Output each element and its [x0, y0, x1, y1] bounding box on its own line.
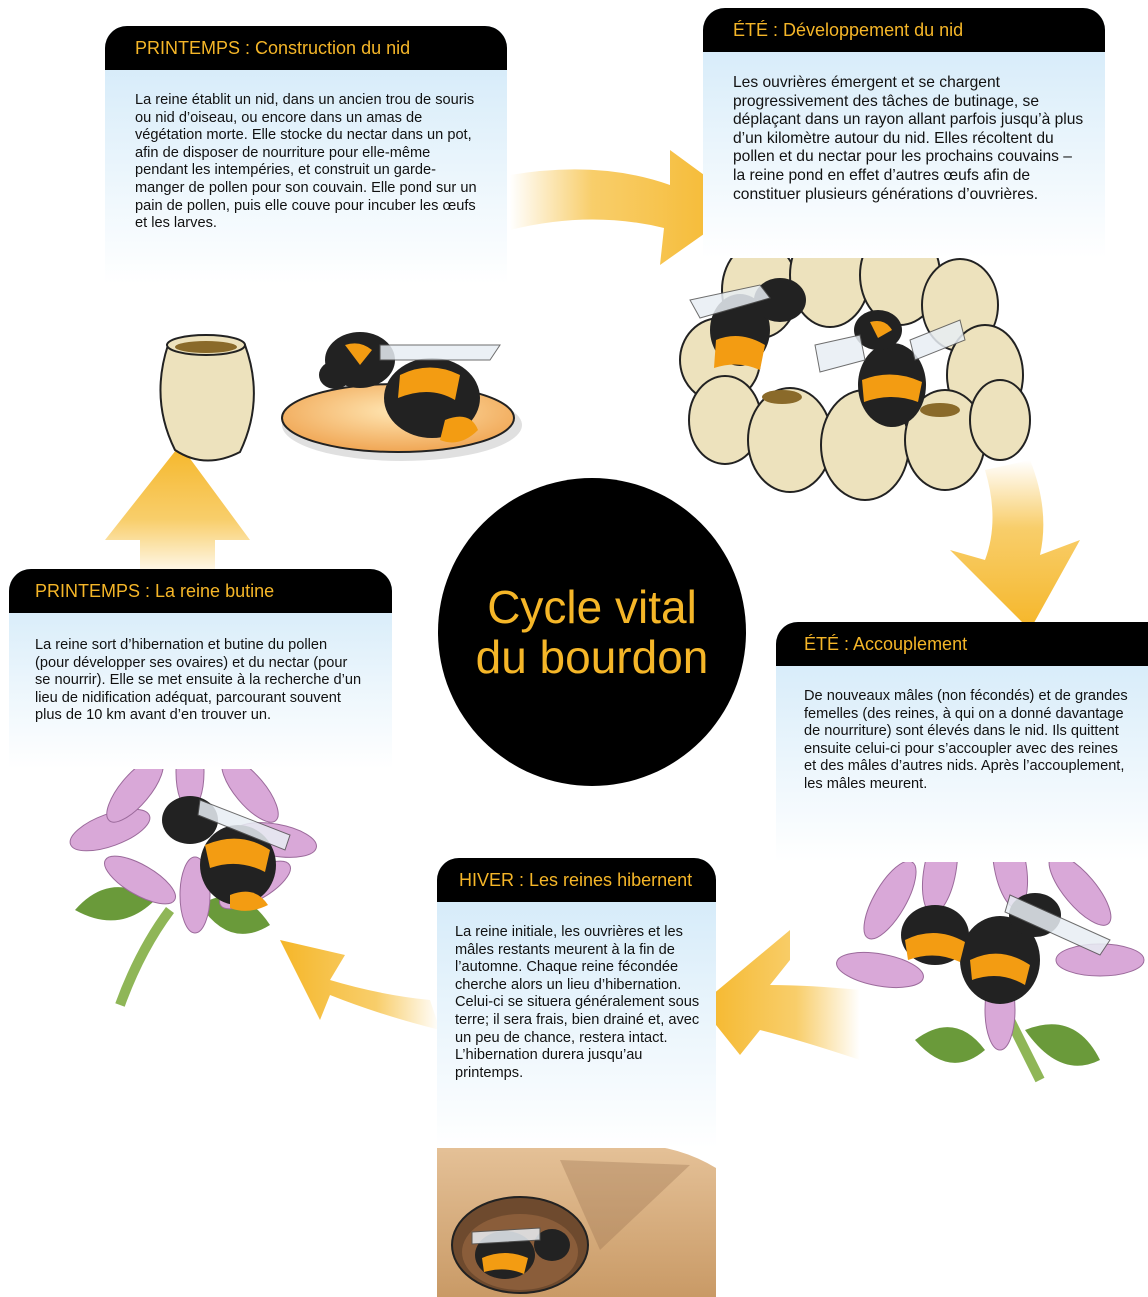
stage-description: La reine établit un nid, dans un ancien … — [135, 92, 480, 233]
stage-description: De nouveaux mâles (non fécondés) et de g… — [804, 688, 1134, 794]
honey-pot-icon — [160, 335, 253, 461]
title-line-2: du bourdon — [476, 632, 709, 682]
stage-heading: ÉTÉ : Accouplement — [776, 622, 1148, 666]
stage-panel-summer-mating: ÉTÉ : Accouplement De nouveaux mâles (no… — [776, 622, 1148, 862]
cycle-title: Cycle vital du bourdon — [438, 478, 746, 786]
stage-heading: PRINTEMPS : Construction du nid — [105, 26, 507, 70]
stage-panel-spring-nest: PRINTEMPS : Construction du nid La reine… — [105, 26, 507, 284]
stage-description: Les ouvrières émergent et se chargent pr… — [733, 74, 1088, 204]
stage-description: La reine sort d’hibernation et butine du… — [35, 637, 365, 725]
clover-flower-icon — [65, 734, 319, 1005]
stage-description: La reine initiale, les ouvrières et les … — [455, 924, 713, 1082]
stage-heading: ÉTÉ : Développement du nid — [703, 8, 1105, 52]
stage-heading: PRINTEMPS : La reine butine — [9, 569, 392, 613]
stage-panel-summer-development: ÉTÉ : Développement du nid Les ouvrières… — [703, 8, 1105, 258]
title-line-1: Cycle vital — [487, 582, 697, 632]
stage-heading: HIVER : Les reines hibernent — [437, 858, 716, 902]
stage-panel-winter-hibernation: HIVER : Les reines hibernent La reine in… — [437, 858, 716, 1148]
burrow-icon — [437, 1138, 716, 1297]
stage-panel-spring-foraging: PRINTEMPS : La reine butine La reine sor… — [9, 569, 392, 769]
